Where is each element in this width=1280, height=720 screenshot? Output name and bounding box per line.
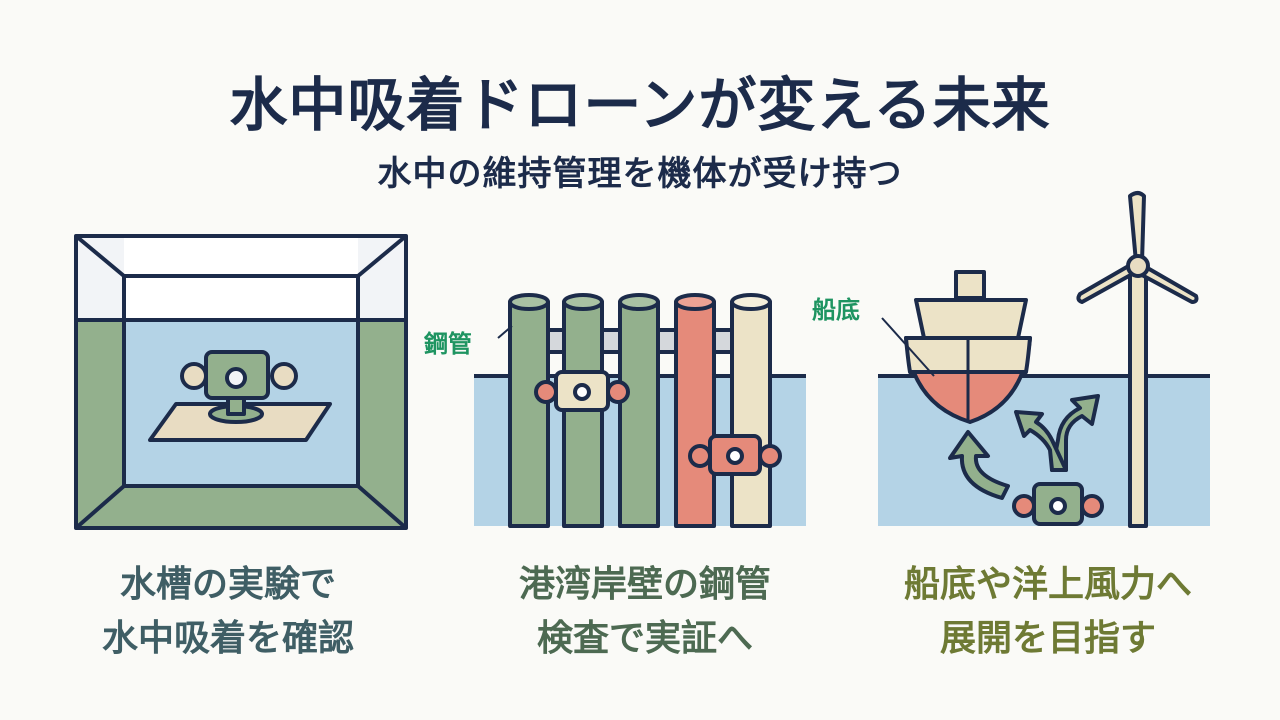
caption-offshore: 船底や洋上風力へ 展開を目指す bbox=[858, 558, 1238, 666]
caption-line: 展開を目指す bbox=[939, 618, 1156, 659]
hull-label: 船底 bbox=[812, 296, 860, 324]
wind-turbine bbox=[1076, 191, 1199, 528]
caption-line: 港湾岸壁の鋼管 bbox=[518, 564, 771, 605]
drone bbox=[534, 370, 630, 412]
steel-pipe-label: 鋼管 bbox=[424, 330, 472, 358]
caption-line: 船底や洋上風力へ bbox=[903, 564, 1192, 605]
steel-pipe bbox=[730, 293, 772, 528]
drone bbox=[688, 434, 782, 476]
offshore-illustration bbox=[878, 191, 1210, 528]
direction-arrows bbox=[948, 394, 1100, 500]
pier-illustration bbox=[474, 293, 806, 528]
caption-pier: 港湾岸壁の鋼管 検査で実証へ bbox=[465, 558, 825, 666]
tank-illustration bbox=[74, 234, 408, 530]
steel-pipe bbox=[508, 293, 550, 528]
caption-line: 水中吸着を確認 bbox=[101, 618, 354, 659]
steel-pipe bbox=[618, 293, 660, 528]
ship bbox=[904, 270, 1032, 424]
steel-pipe bbox=[562, 293, 604, 528]
page-title: 水中吸着ドローンが変える未来 bbox=[229, 71, 1051, 139]
page-subtitle: 水中の維持管理を機体が受け持つ bbox=[377, 154, 903, 194]
caption-line: 検査で実証へ bbox=[536, 618, 753, 659]
steel-pipe bbox=[674, 293, 716, 528]
caption-tank: 水槽の実験で 水中吸着を確認 bbox=[48, 558, 408, 666]
caption-line: 水槽の実験で bbox=[119, 564, 336, 605]
drone bbox=[1012, 482, 1104, 526]
